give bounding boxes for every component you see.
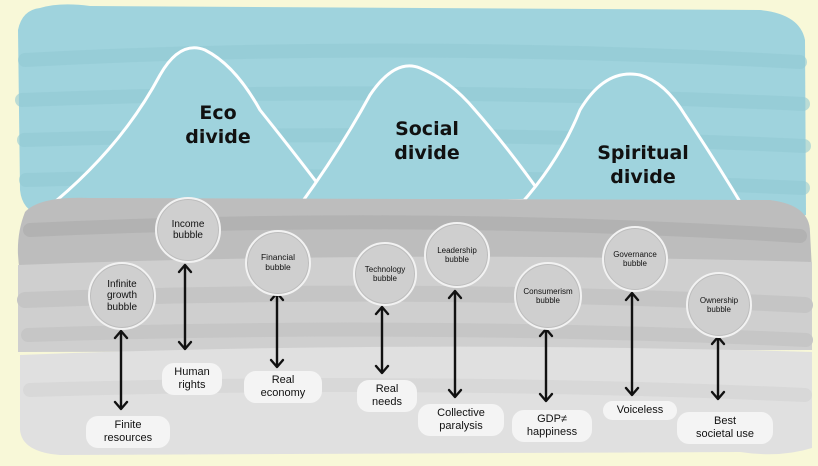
infinite-growth-bubble-line1: Infinite	[107, 278, 137, 290]
real-economy-line2: economy	[260, 387, 306, 400]
gdp-happiness-label: GDP≠happiness	[512, 410, 592, 443]
eco-mountain	[41, 46, 333, 217]
income-bubble-line1: Income	[171, 218, 205, 230]
infinite-growth-bubble-line2: growth	[106, 290, 137, 302]
finite-resources-line1: Finite	[114, 419, 142, 431]
eco-divide-label: Eco divide	[178, 102, 258, 150]
arrow-leadership	[447, 289, 463, 399]
social-divide-label: Social divide	[382, 118, 472, 166]
human-rights-line2: rights	[178, 379, 206, 392]
financial-bubble-line1: Financial	[260, 252, 296, 263]
ground-stroke-1	[23, 215, 807, 243]
human-rights-line1: Human	[174, 366, 210, 378]
real-needs-line1: Real	[375, 383, 399, 395]
leadership-bubble-line1: Leadership	[437, 245, 477, 255]
income-bubble-line2: bubble	[172, 230, 203, 241]
consumerism-bubble-line2: bubble	[535, 296, 561, 305]
social-divide-line2: divide	[394, 141, 460, 164]
eco-divide-line1: Eco	[199, 102, 237, 124]
voiceless-label: Voiceless	[603, 401, 677, 421]
gdp-happiness-line1: GDP≠	[537, 413, 567, 425]
arrow-income	[177, 263, 193, 351]
collective-paralysis-line1: Collective	[437, 407, 485, 419]
technology-bubble-line2: bubble	[372, 274, 397, 283]
real-economy-line1: Real	[271, 374, 295, 386]
arrow-infinite-growth	[113, 329, 129, 411]
social-mountain	[297, 64, 548, 207]
technology-bubble-line1: Technology	[364, 264, 406, 274]
best-societal-use-line2: societal use	[695, 428, 755, 441]
spiritual-divide-label: Spiritual divide	[588, 142, 698, 190]
finite-resources-line2: resources	[103, 432, 153, 445]
spiritual-divide-line2: divide	[610, 165, 676, 188]
spiritual-divide-line1: Spiritual	[597, 142, 689, 164]
ownership-bubble-line1: Ownership	[699, 295, 739, 305]
real-needs-line2: needs	[372, 396, 402, 409]
ownership-bubble-line2: bubble	[706, 305, 732, 314]
best-societal-use-line1: Best	[713, 415, 736, 427]
gdp-happiness-line2: happiness	[526, 426, 578, 439]
collective-paralysis-line2: paralysis	[439, 420, 483, 433]
social-divide-line1: Social	[395, 118, 459, 140]
financial-bubble-line2: bubble	[265, 262, 291, 272]
spiritual-mountain	[516, 72, 748, 212]
consumerism-bubble-line1: Consumerism	[523, 286, 573, 296]
infinite-growth-bubble-line3: bubble	[106, 301, 138, 313]
ground-stroke-3	[21, 322, 813, 347]
governance-bubble-line2: bubble	[622, 259, 648, 268]
ground-stroke-4	[23, 378, 812, 402]
voiceless-line1: Voiceless	[616, 404, 664, 416]
arrow-governance	[624, 291, 640, 397]
governance-bubble-line1: Governance	[613, 249, 657, 259]
arrow-technology	[374, 305, 390, 375]
eco-divide-line2: divide	[185, 125, 251, 148]
leadership-bubble-line2: bubble	[444, 255, 470, 264]
